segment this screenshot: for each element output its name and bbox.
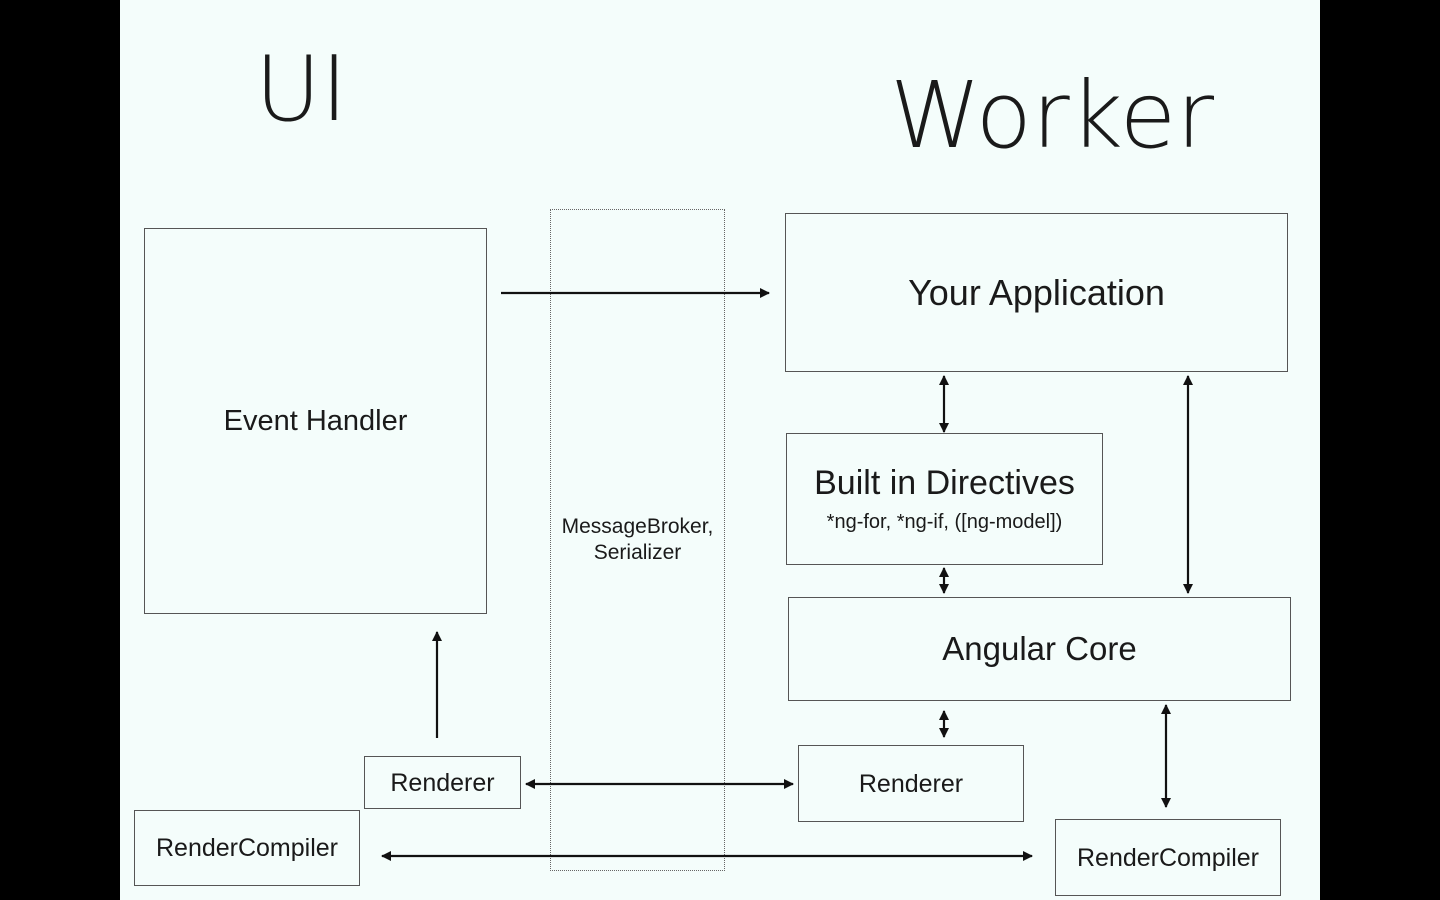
directive-examples-label: *ng-for, *ng-if, ([ng-model])	[826, 511, 1063, 534]
worker-renderer-box: Renderer	[798, 745, 1024, 822]
worker-renderer-label: Renderer	[858, 769, 964, 798]
event-handler-box: Event Handler	[144, 228, 487, 614]
your-application-box: Your Application	[785, 213, 1288, 372]
diagram-slide: UI Worker MessageBroker, Serializer Even…	[120, 0, 1320, 900]
ui-renderer-label: Renderer	[390, 768, 495, 797]
message-broker-box: MessageBroker, Serializer	[550, 209, 725, 871]
message-broker-label: MessageBroker,	[561, 514, 714, 538]
event-handler-label: Event Handler	[223, 404, 408, 437]
serializer-label: Serializer	[593, 541, 682, 564]
worker-render-compiler-box: RenderCompiler	[1055, 819, 1281, 896]
ui-renderer-box: Renderer	[364, 756, 521, 809]
your-application-label: Your Application	[908, 271, 1165, 313]
built-in-directives-box: Built in Directives *ng-for, *ng-if, ([n…	[786, 433, 1103, 565]
worker-heading: Worker	[890, 62, 1215, 169]
angular-core-label: Angular Core	[942, 630, 1137, 668]
worker-render-compiler-label: RenderCompiler	[1076, 843, 1260, 872]
ui-render-compiler-label: RenderCompiler	[155, 834, 339, 862]
ui-render-compiler-box: RenderCompiler	[134, 810, 360, 886]
built-in-directives-label: Built in Directives	[814, 463, 1075, 502]
angular-core-box: Angular Core	[788, 597, 1291, 701]
ui-heading: UI	[255, 37, 348, 142]
